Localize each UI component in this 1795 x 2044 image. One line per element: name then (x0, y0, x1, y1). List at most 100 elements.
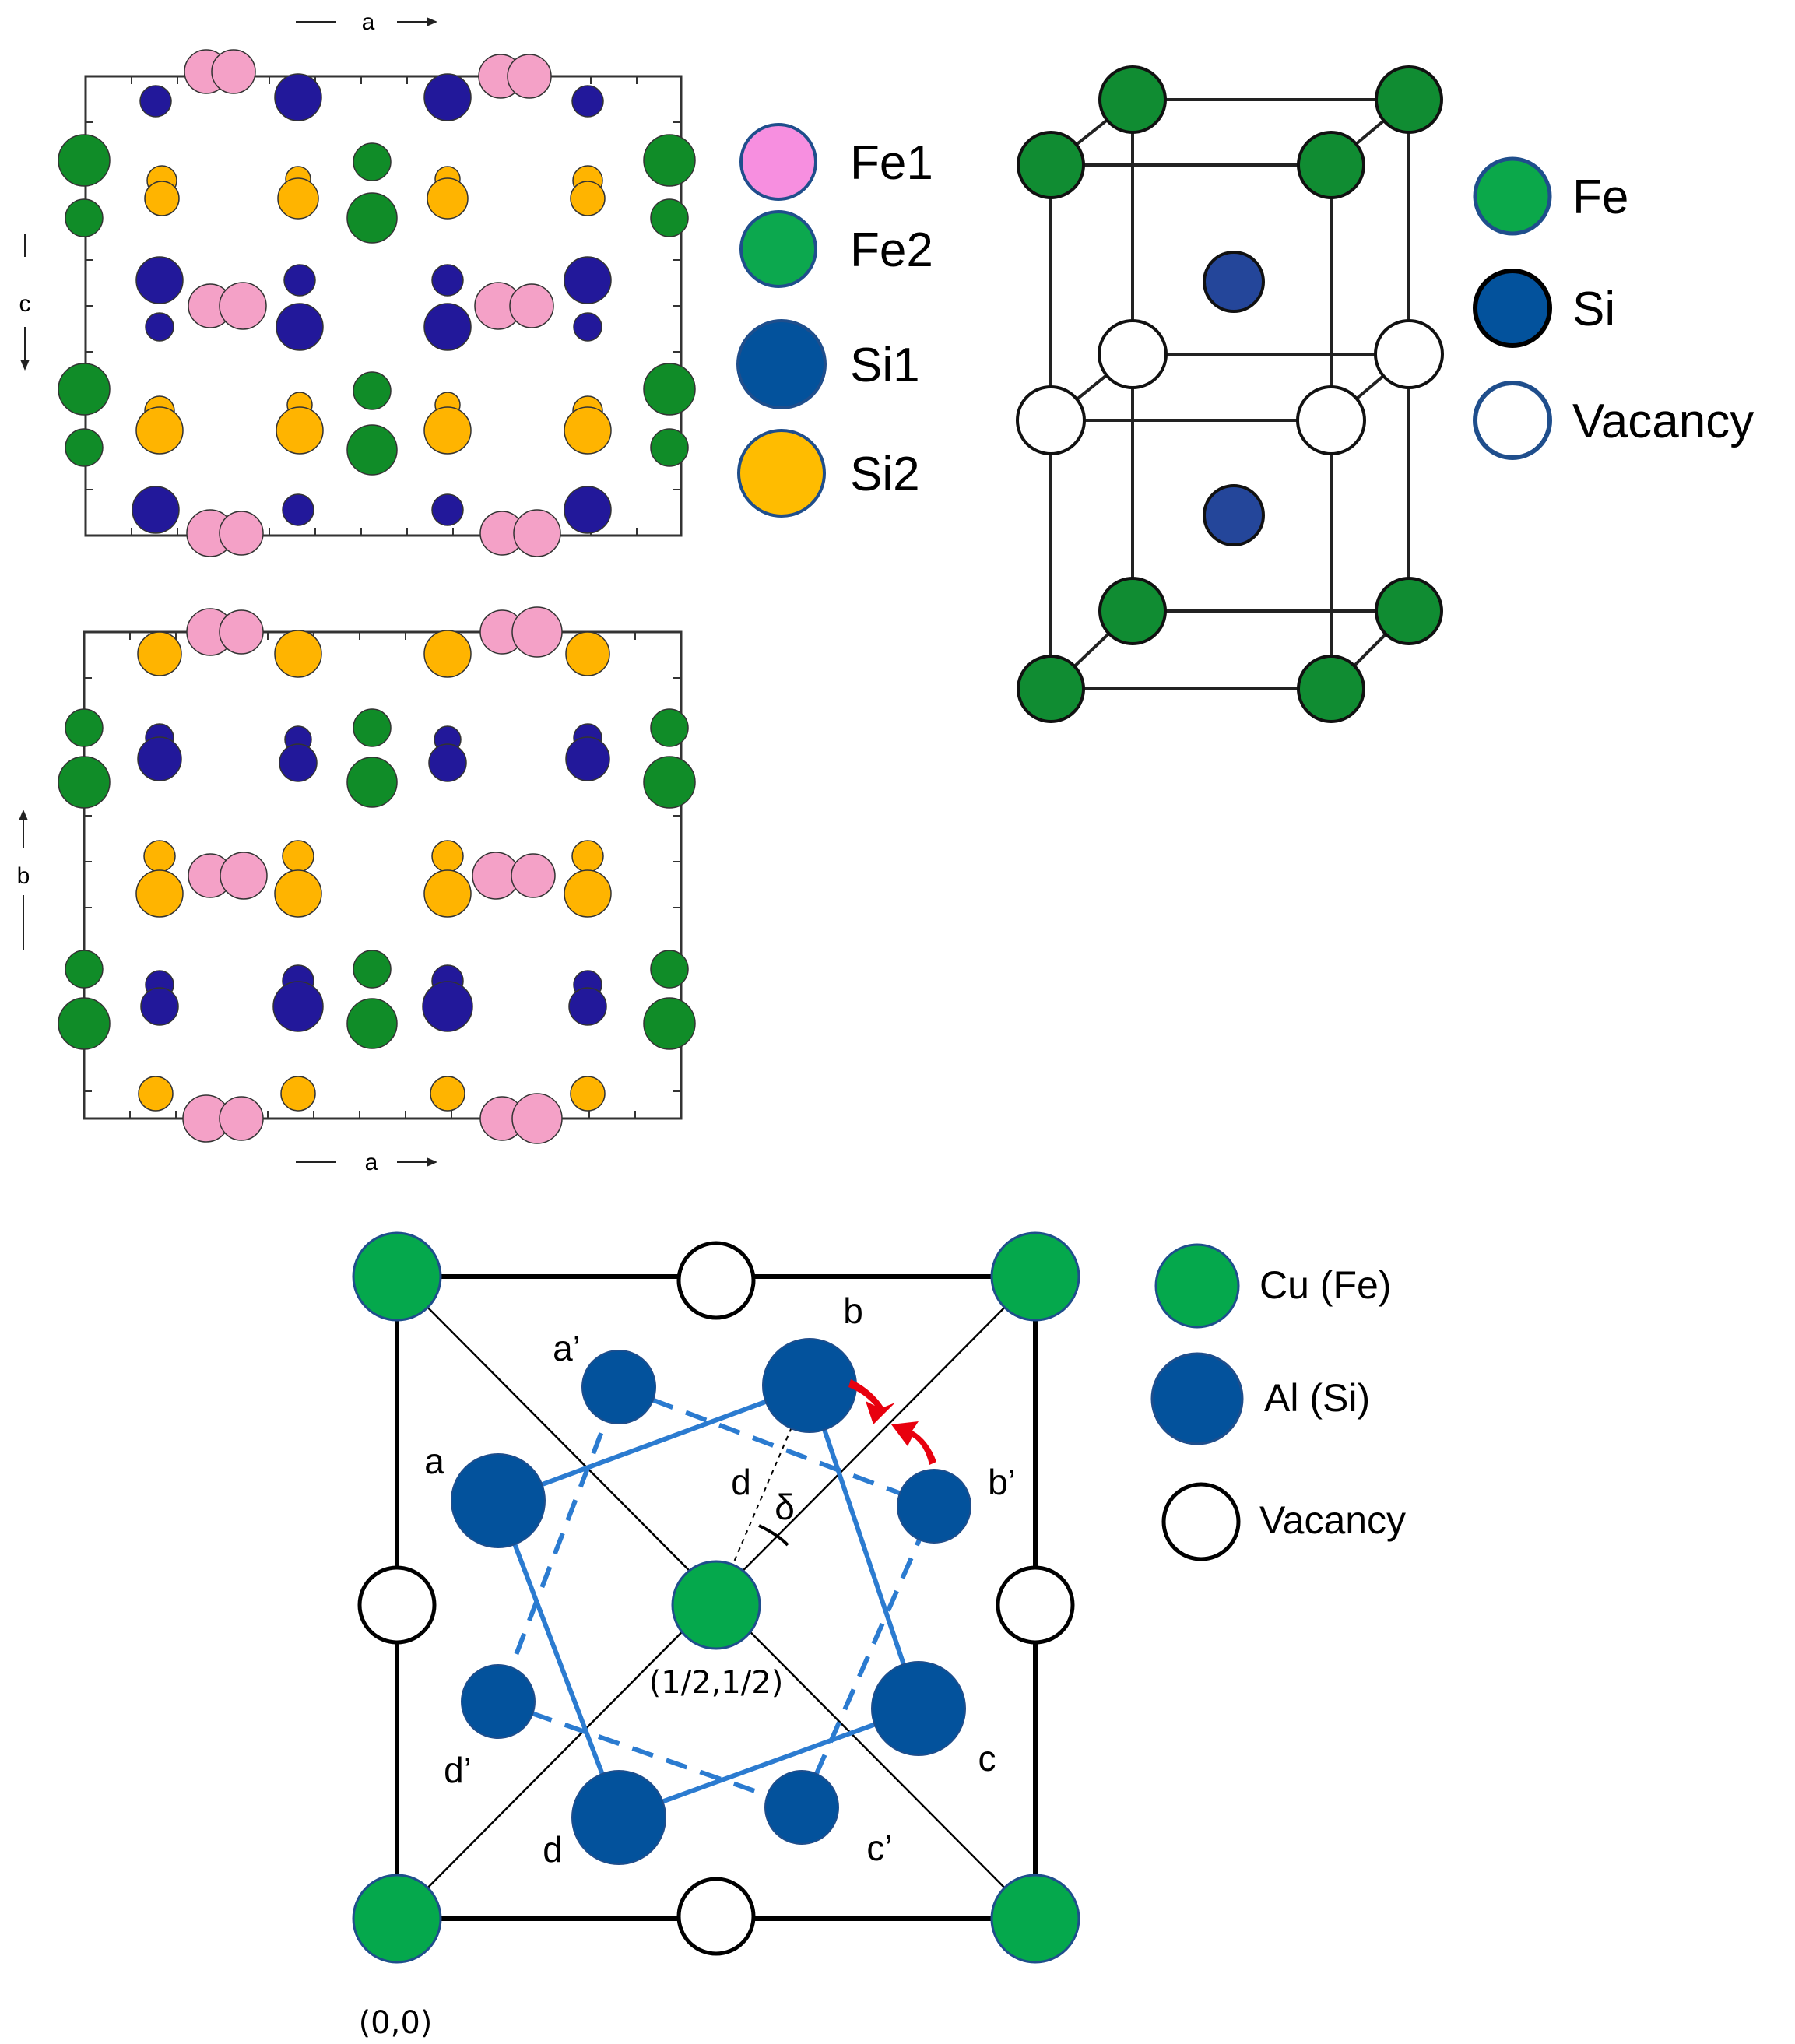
fe2-atom (58, 363, 111, 416)
si1-atom (564, 256, 612, 304)
fe2-atom (58, 134, 111, 187)
legend-item-fe1: Fe1 (739, 123, 933, 201)
legend-item-al-si: Al (Si) (1150, 1352, 1370, 1445)
rotation-arrows (848, 1379, 936, 1465)
si1-atom (431, 493, 464, 526)
fe1-atom (511, 853, 556, 898)
si1-atom (564, 486, 612, 534)
legend-item-vacancy: Vacancy (1473, 381, 1754, 460)
si1-atom (283, 264, 316, 297)
si1-atom (565, 736, 610, 781)
fe2-atom (353, 950, 392, 989)
legend-item-cu-fe: Cu (Fe) (1154, 1243, 1391, 1329)
legend-label-si1: Si1 (850, 339, 920, 392)
fe2-atom (643, 756, 696, 809)
si1-atom (276, 303, 324, 351)
si1-atom (282, 493, 314, 526)
axis-a-top: a (296, 9, 437, 35)
vacancy-site (1374, 319, 1444, 389)
axis-label-c: c (19, 291, 31, 317)
site-label-c: c (978, 1738, 996, 1779)
fe2-atom (65, 198, 104, 237)
si2-atom (423, 630, 472, 678)
unit-cell-3d (1049, 98, 1410, 690)
fe2-atom (346, 424, 398, 476)
site-label-a: a (424, 1441, 444, 1481)
site-label-a-prime: a’ (553, 1328, 581, 1368)
fe-atom (1017, 131, 1085, 199)
si2-atom (431, 840, 464, 873)
site-label-d-prime: d’ (444, 1750, 472, 1790)
si2-atom (138, 1076, 174, 1112)
legend-label-vacancy: Vacancy (1572, 395, 1754, 448)
si1-atom (423, 303, 472, 351)
si1-atom (140, 987, 179, 1026)
axis-a-bottom: a (296, 1150, 437, 1175)
si1-atom (573, 312, 602, 342)
site-label-b: b (843, 1291, 863, 1331)
cu-fe-atom (352, 1231, 442, 1322)
fe1-atom (509, 283, 554, 328)
cu-fe-atom (990, 1231, 1080, 1322)
axis-label-b: b (17, 863, 30, 889)
fe2-atom (58, 756, 111, 809)
si1-atom (145, 312, 174, 342)
fe1-atom (507, 54, 552, 99)
si1-atom (428, 743, 467, 782)
atoms-ac (58, 49, 696, 557)
legend-label-fe1: Fe1 (850, 136, 933, 190)
fe2-atom (65, 708, 104, 747)
al-si-atom (571, 1770, 666, 1865)
si2-atom (423, 406, 472, 455)
vacancy-site (676, 1241, 756, 1320)
legend-item-si1: Si1 (736, 319, 920, 409)
legend-label-al-si: Al (Si) (1264, 1376, 1370, 1420)
si1-atom (274, 73, 322, 121)
axis-label-a-bottom: a (365, 1150, 378, 1175)
legend-item-si: Si (1473, 269, 1615, 348)
vacancy-site (1098, 319, 1168, 389)
si2-atom (282, 840, 314, 873)
fe-atom (1098, 65, 1167, 134)
si-atom (1203, 251, 1265, 313)
legend-label-si: Si (1572, 283, 1615, 336)
legend-label-fe2: Fe2 (850, 223, 933, 277)
fe1-atom (219, 609, 264, 655)
cu-fe-atom (352, 1874, 442, 1964)
si2-atom (564, 406, 612, 455)
si1-atom (279, 743, 318, 782)
center-coord-label: (1/2,1/2) (649, 1665, 784, 1701)
legend-bottom: Cu (Fe) Al (Si) Vacancy (1150, 1243, 1406, 1561)
si2-atom (276, 406, 324, 455)
fe2-atom (58, 997, 111, 1050)
si2-atom (135, 869, 184, 918)
fe2-atom (65, 950, 104, 989)
fe-atom (1297, 131, 1365, 199)
si2-atom (143, 840, 176, 873)
legend-top-right: Fe Si Vacancy (1473, 156, 1754, 460)
si2-atom (565, 631, 610, 676)
site-label-d: d (543, 1829, 563, 1870)
si1-atom (137, 736, 182, 781)
si2-atom (274, 869, 322, 918)
projection-2d: b a’ a b’ d δ (1/2,1/2) c d’ d c’ (0,0) (352, 1231, 1080, 2041)
vacancy-site (1296, 385, 1366, 455)
legend-label-si2: Si2 (850, 448, 920, 501)
si2-atom (423, 869, 472, 918)
fe1-atom (511, 606, 563, 658)
legend-item-fe2: Fe2 (739, 210, 933, 288)
si2-atom (570, 181, 606, 216)
fe2-atom (650, 950, 689, 989)
si1-atom (132, 486, 180, 534)
vacancy-site (1016, 385, 1086, 455)
fe1-atom (219, 511, 264, 556)
fe-atom (1375, 577, 1443, 645)
fe1-atom (511, 1093, 563, 1144)
fe2-atom (643, 997, 696, 1050)
fe2-atom (65, 428, 104, 467)
si1-atom (423, 73, 472, 121)
al-si-atom-displaced (581, 1350, 656, 1424)
al-si-atom (762, 1338, 857, 1433)
si-atom (1203, 484, 1265, 546)
